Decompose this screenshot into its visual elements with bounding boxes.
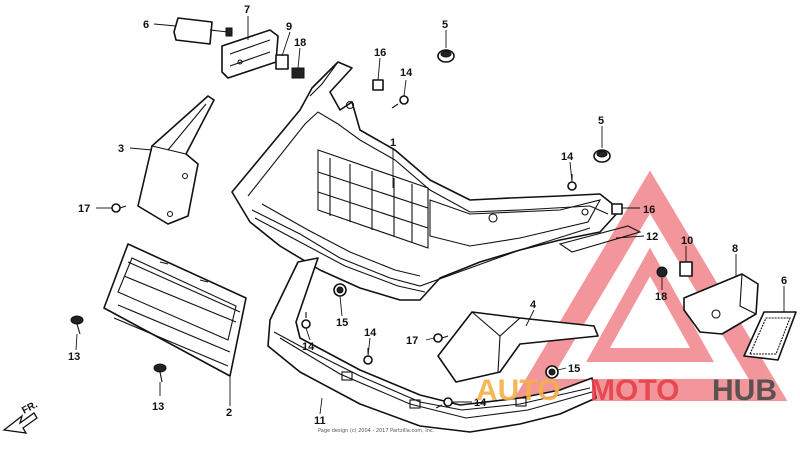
part-6-right-reflector: [743, 311, 797, 361]
callout-18-top: 18: [294, 37, 306, 49]
callout-15-right: 15: [568, 363, 580, 375]
part-13-bolt-lower: [153, 363, 167, 383]
part-11-lower-skirt: [267, 257, 597, 433]
part-17-screw-left: [111, 203, 127, 213]
part-18-nut-right: [656, 266, 668, 278]
part-16-clip-right: [611, 203, 623, 215]
callout-4: 4: [530, 299, 537, 311]
callout-11: 11: [314, 415, 326, 427]
part-7-bracket: [221, 29, 279, 79]
part-14-screw-left-mid: [301, 312, 311, 329]
part-12-stripe: [558, 225, 642, 253]
watermark-moto: MOTO: [590, 374, 679, 407]
callout-7: 7: [244, 4, 250, 16]
direction-arrow: FR.: [2, 399, 40, 434]
callout-13-lower: 13: [152, 401, 164, 413]
callout-10: 10: [681, 235, 693, 247]
part-9-clip: [275, 54, 289, 70]
callout-6-top: 6: [143, 19, 149, 31]
callout-3: 3: [118, 143, 124, 155]
part-15-clip-right: [545, 365, 559, 379]
copyright-text: Page design (c) 2004 - 2017 Partzilla.co…: [318, 428, 435, 434]
part-2-left-grille: [103, 243, 247, 377]
callout-14-center: 14: [364, 327, 377, 339]
callout-9: 9: [286, 21, 292, 33]
part-1-front-cowl: [231, 61, 621, 301]
watermark-text: AUTO MOTO HUB: [476, 374, 777, 407]
part-15-clip-center: [333, 283, 347, 297]
part-13-bolt-upper: [70, 315, 84, 335]
callout-16-top: 16: [374, 47, 386, 59]
part-10-clip: [679, 261, 693, 277]
part-5-grommet-top: [437, 49, 455, 63]
callout-14-top: 14: [400, 67, 413, 79]
callout-13-upper: 13: [68, 351, 80, 363]
callout-2: 2: [226, 407, 232, 419]
part-14-screw-top: [391, 95, 409, 109]
callout-labels: 6 7 9 18 5 16 14 3 1 5 14 17 16 12 10 8 …: [68, 4, 787, 427]
part-16-clip-top: [372, 79, 384, 91]
part-5-grommet-right: [593, 149, 611, 163]
callout-14-bottom: 14: [474, 397, 487, 409]
callout-17-center: 17: [406, 335, 418, 347]
callout-1: 1: [390, 137, 396, 149]
part-17-screw-center: [433, 333, 449, 343]
part-8-right-housing: [683, 273, 759, 335]
callout-8: 8: [732, 243, 738, 255]
part-3-left-bracket: [137, 95, 215, 225]
leader-lines: [75, 16, 785, 415]
callout-17-left: 17: [78, 203, 90, 215]
part-6-top-reflector: [173, 17, 233, 45]
callout-5-right: 5: [598, 115, 604, 127]
callout-18-right: 18: [655, 291, 667, 303]
part-18-nut-top: [291, 67, 305, 79]
callout-12: 12: [646, 231, 658, 243]
part-4-right-bracket: [437, 311, 599, 383]
callout-16-right: 16: [643, 204, 655, 216]
callout-14-left-mid: 14: [302, 341, 315, 353]
direction-label: FR.: [20, 399, 40, 416]
callout-14-right: 14: [561, 151, 574, 163]
callout-15-center: 15: [336, 317, 348, 329]
callout-5-top: 5: [442, 19, 448, 31]
callout-6-right: 6: [781, 275, 787, 287]
watermark-hub: HUB: [712, 374, 777, 407]
watermark-auto: AUTO: [476, 374, 560, 407]
